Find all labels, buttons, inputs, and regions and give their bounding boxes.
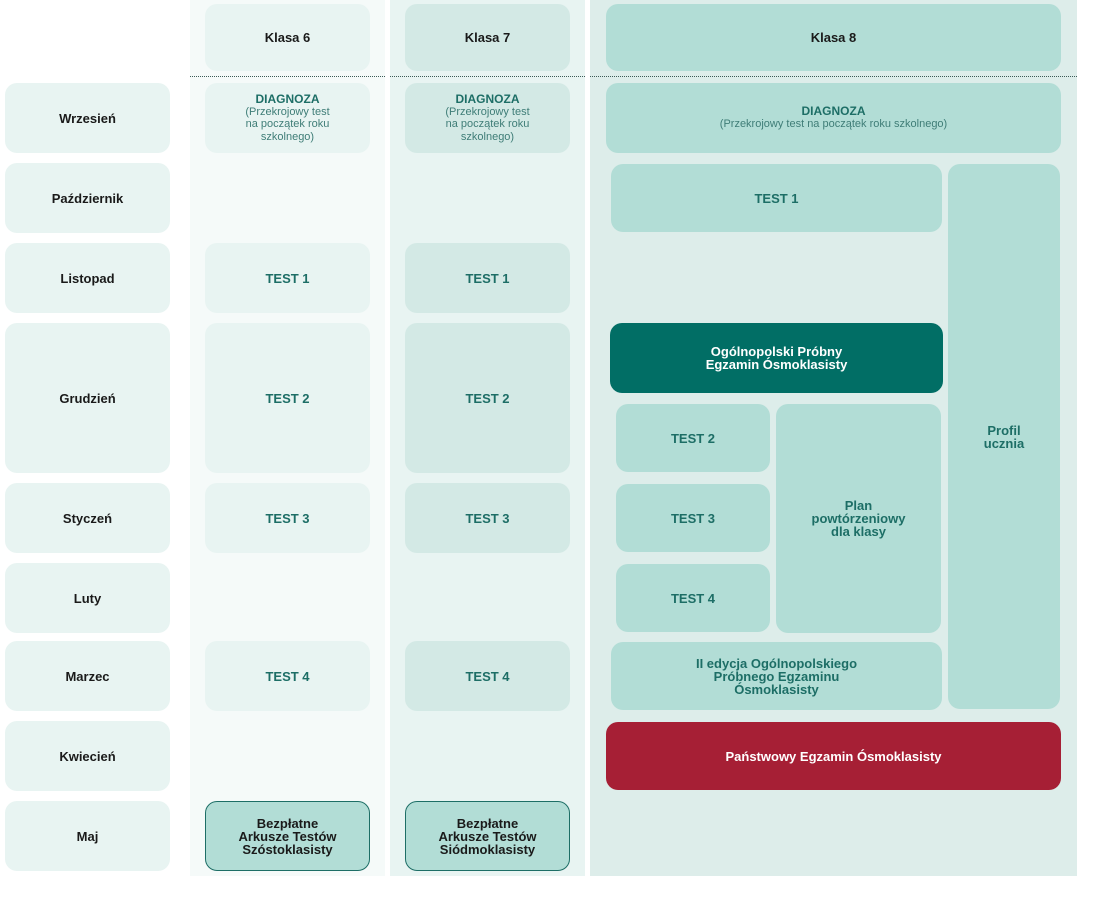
test-label: TEST 4 xyxy=(465,668,510,684)
diagnoza-subtitle: (Przekrojowy test na początek roku szkol… xyxy=(719,118,948,131)
month-luty: Luty xyxy=(5,563,170,633)
klasa6-test1: TEST 1 xyxy=(205,243,370,313)
klasa6-test2: TEST 2 xyxy=(205,323,370,473)
month-wrzesien: Wrzesień xyxy=(5,83,170,153)
klasa8-test1: TEST 1 xyxy=(611,164,942,232)
klasa6-free-sheets: Bezpłatne Arkusze Testów Szóstoklasisty xyxy=(205,801,370,871)
free-sheets-label: Bezpłatne Arkusze Testów Siódmoklasisty xyxy=(438,815,537,857)
month-listopad: Listopad xyxy=(5,243,170,313)
header-klasa8: Klasa 8 xyxy=(606,4,1061,71)
month-maj: Maj xyxy=(5,801,170,871)
header-separator-klasa8 xyxy=(590,76,1077,77)
test-label: TEST 2 xyxy=(465,390,510,406)
test-label: TEST 2 xyxy=(265,390,310,406)
diagnoza-subtitle: (Przekrojowy test na początek roku szkol… xyxy=(245,106,330,143)
month-label: Maj xyxy=(76,828,99,844)
klasa8-test4: TEST 4 xyxy=(616,564,770,632)
test-label: TEST 3 xyxy=(670,510,716,526)
month-label: Listopad xyxy=(60,270,115,286)
test-label: TEST 4 xyxy=(670,590,716,606)
month-label: Grudzień xyxy=(59,390,116,406)
month-label: Luty xyxy=(73,590,102,606)
klasa7-diagnoza: DIAGNOZA (Przekrojowy test na początek r… xyxy=(405,83,570,153)
klasa8-test2: TEST 2 xyxy=(616,404,770,472)
klasa6-diagnoza: DIAGNOZA (Przekrojowy test na początek r… xyxy=(205,83,370,153)
klasa8-plan-powtorzeniowy: Plan powtórzeniowy dla klasy xyxy=(776,404,941,633)
panstwowy-egzamin-label: Państwowy Egzamin Ósmoklasisty xyxy=(725,748,942,764)
month-kwiecien: Kwiecień xyxy=(5,721,170,791)
test-label: TEST 2 xyxy=(670,430,716,446)
diagnoza-subtitle: (Przekrojowy test na początek roku szkol… xyxy=(445,106,530,143)
klasa7-test4: TEST 4 xyxy=(405,641,570,711)
klasa7-free-sheets: Bezpłatne Arkusze Testów Siódmoklasisty xyxy=(405,801,570,871)
header-separator-klasa7 xyxy=(390,76,585,77)
free-sheets-label: Bezpłatne Arkusze Testów Szóstoklasisty xyxy=(238,815,337,857)
klasa8-panstwowy-egzamin: Państwowy Egzamin Ósmoklasisty xyxy=(606,722,1061,790)
month-label: Marzec xyxy=(65,668,110,684)
month-marzec: Marzec xyxy=(5,641,170,711)
diagnoza-title: DIAGNOZA xyxy=(255,92,320,107)
druga-edycja-label: II edycja Ogólnopolskiego Próbnego Egzam… xyxy=(695,655,858,697)
klasa7-test3: TEST 3 xyxy=(405,483,570,553)
test-label: TEST 3 xyxy=(265,510,310,526)
klasa8-profil-ucznia: Profil ucznia xyxy=(948,164,1060,709)
klasa6-test3: TEST 3 xyxy=(205,483,370,553)
header-separator-klasa6 xyxy=(190,76,385,77)
klasa8-test3: TEST 3 xyxy=(616,484,770,552)
diagnoza-title: DIAGNOZA xyxy=(801,104,866,119)
month-grudzien: Grudzień xyxy=(5,323,170,473)
probny-egzamin-label: Ogólnopolski Próbny Egzamin Ósmoklasisty xyxy=(705,344,848,372)
test-label: TEST 1 xyxy=(465,270,510,286)
klasa8-druga-edycja: II edycja Ogólnopolskiego Próbnego Egzam… xyxy=(611,642,942,710)
header-klasa7-label: Klasa 7 xyxy=(464,30,511,45)
plan-label: Plan powtórzeniowy dla klasy xyxy=(811,498,906,539)
profil-label: Profil ucznia xyxy=(983,422,1025,451)
header-klasa7: Klasa 7 xyxy=(405,4,570,71)
header-klasa8-label: Klasa 8 xyxy=(810,30,857,45)
month-label: Styczeń xyxy=(62,510,113,526)
klasa7-test1: TEST 1 xyxy=(405,243,570,313)
diagnoza-title: DIAGNOZA xyxy=(455,92,520,107)
month-pazdziernik: Październik xyxy=(5,163,170,233)
klasa7-test2: TEST 2 xyxy=(405,323,570,473)
test-label: TEST 1 xyxy=(754,190,799,206)
test-label: TEST 1 xyxy=(265,270,310,286)
klasa8-diagnoza: DIAGNOZA (Przekrojowy test na początek r… xyxy=(606,83,1061,153)
klasa8-probny-egzamin: Ogólnopolski Próbny Egzamin Ósmoklasisty xyxy=(610,323,943,393)
month-styczen: Styczeń xyxy=(5,483,170,553)
klasa6-test4: TEST 4 xyxy=(205,641,370,711)
header-klasa6: Klasa 6 xyxy=(205,4,370,71)
month-label: Kwiecień xyxy=(59,748,116,764)
header-klasa6-label: Klasa 6 xyxy=(264,30,311,45)
month-label: Październik xyxy=(51,190,124,206)
test-label: TEST 4 xyxy=(265,668,310,684)
month-label: Wrzesień xyxy=(59,110,116,126)
test-label: TEST 3 xyxy=(465,510,510,526)
